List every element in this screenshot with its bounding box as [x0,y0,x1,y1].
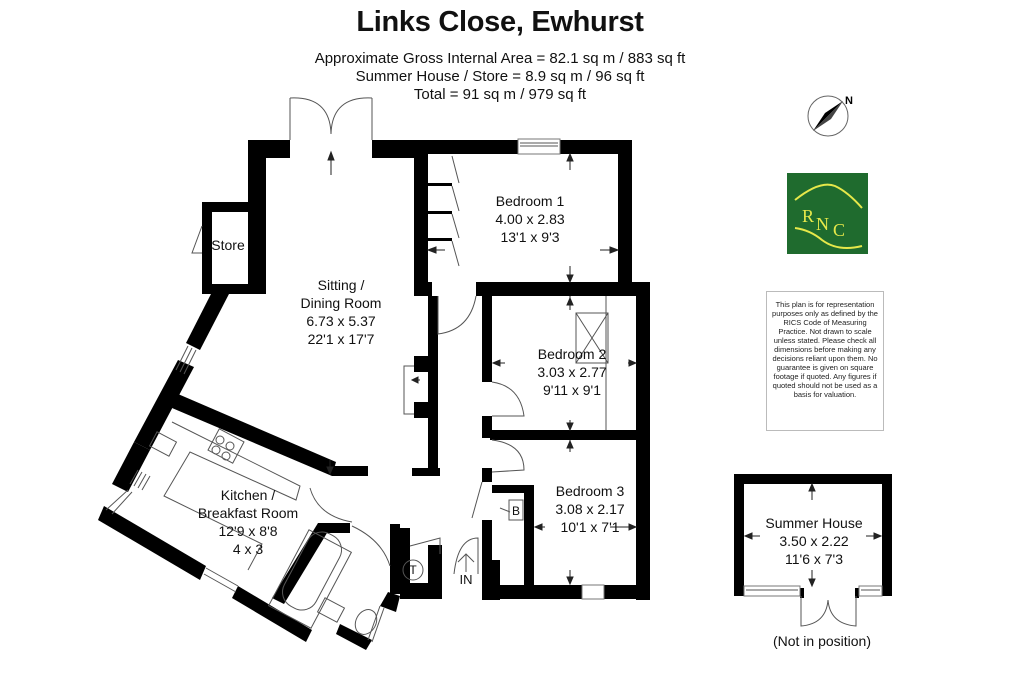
room-name: Dining Room [300,295,382,311]
room-imperial: 11'6 x 7'3 [784,551,844,567]
room-name: Bedroom 1 [495,193,565,209]
total-area: Total = 91 sq m / 979 sq ft [413,86,587,103]
boiler-marker: B [511,504,520,518]
svg-text:N: N [845,95,853,107]
gross-internal-area: Approximate Gross Internal Area = 82.1 s… [314,50,686,67]
room-name: Bedroom 3 [555,483,625,499]
room-label-bedroom-2: Bedroom 2 3.03 x 2.77 9'11 x 9'1 [522,345,622,399]
room-metric: 4.00 x 2.83 [495,211,565,227]
room-name: Breakfast Room [197,505,299,521]
room-metric: 3.03 x 2.77 [537,364,607,380]
room-imperial: 22'1 x 17'7 [307,331,375,347]
room-metric: 12'9 x 8'8 [218,523,278,539]
room-label-sitting-dining: Sitting / Dining Room 6.73 x 5.37 22'1 x… [282,276,400,348]
page-title: Links Close, Ewhurst [356,6,644,38]
room-label-bedroom-1: Bedroom 1 4.00 x 2.83 13'1 x 9'3 [480,192,580,246]
room-metric: 3.50 x 2.22 [779,533,849,549]
room-metric: 6.73 x 5.37 [306,313,376,329]
entrance-marker: IN [459,572,473,587]
room-label-bedroom-3: Bedroom 3 3.08 x 2.17 10'1 x 7'1 [540,482,640,536]
room-name: Sitting / [317,277,365,293]
room-metric: 3.08 x 2.17 [555,501,625,517]
toilet-marker: T [409,563,417,577]
summer-house-note: (Not in position) [772,633,872,649]
svg-text:C: C [833,220,845,240]
room-imperial: 9'11 x 9'1 [542,382,602,398]
room-label-store: Store [211,237,245,253]
room-imperial: 4 x 3 [232,541,264,557]
summer-house-store-area: Summer House / Store = 8.9 sq m / 96 sq … [355,68,645,85]
room-imperial: 13'1 x 9'3 [500,229,560,245]
room-imperial: 10'1 x 7'1 [560,519,620,535]
room-label-kitchen: Kitchen / Breakfast Room 12'9 x 8'8 4 x … [192,486,304,558]
disclaimer-text: This plan is for representation purposes… [766,291,884,431]
room-name: Summer House [765,515,863,531]
room-name: Bedroom 2 [537,346,607,362]
room-label-summer-house: Summer House 3.50 x 2.22 11'6 x 7'3 [760,514,868,568]
room-name: Kitchen / [220,487,276,503]
compass-rose-icon [807,95,849,137]
svg-text:R: R [802,206,814,226]
svg-text:N: N [816,214,829,234]
